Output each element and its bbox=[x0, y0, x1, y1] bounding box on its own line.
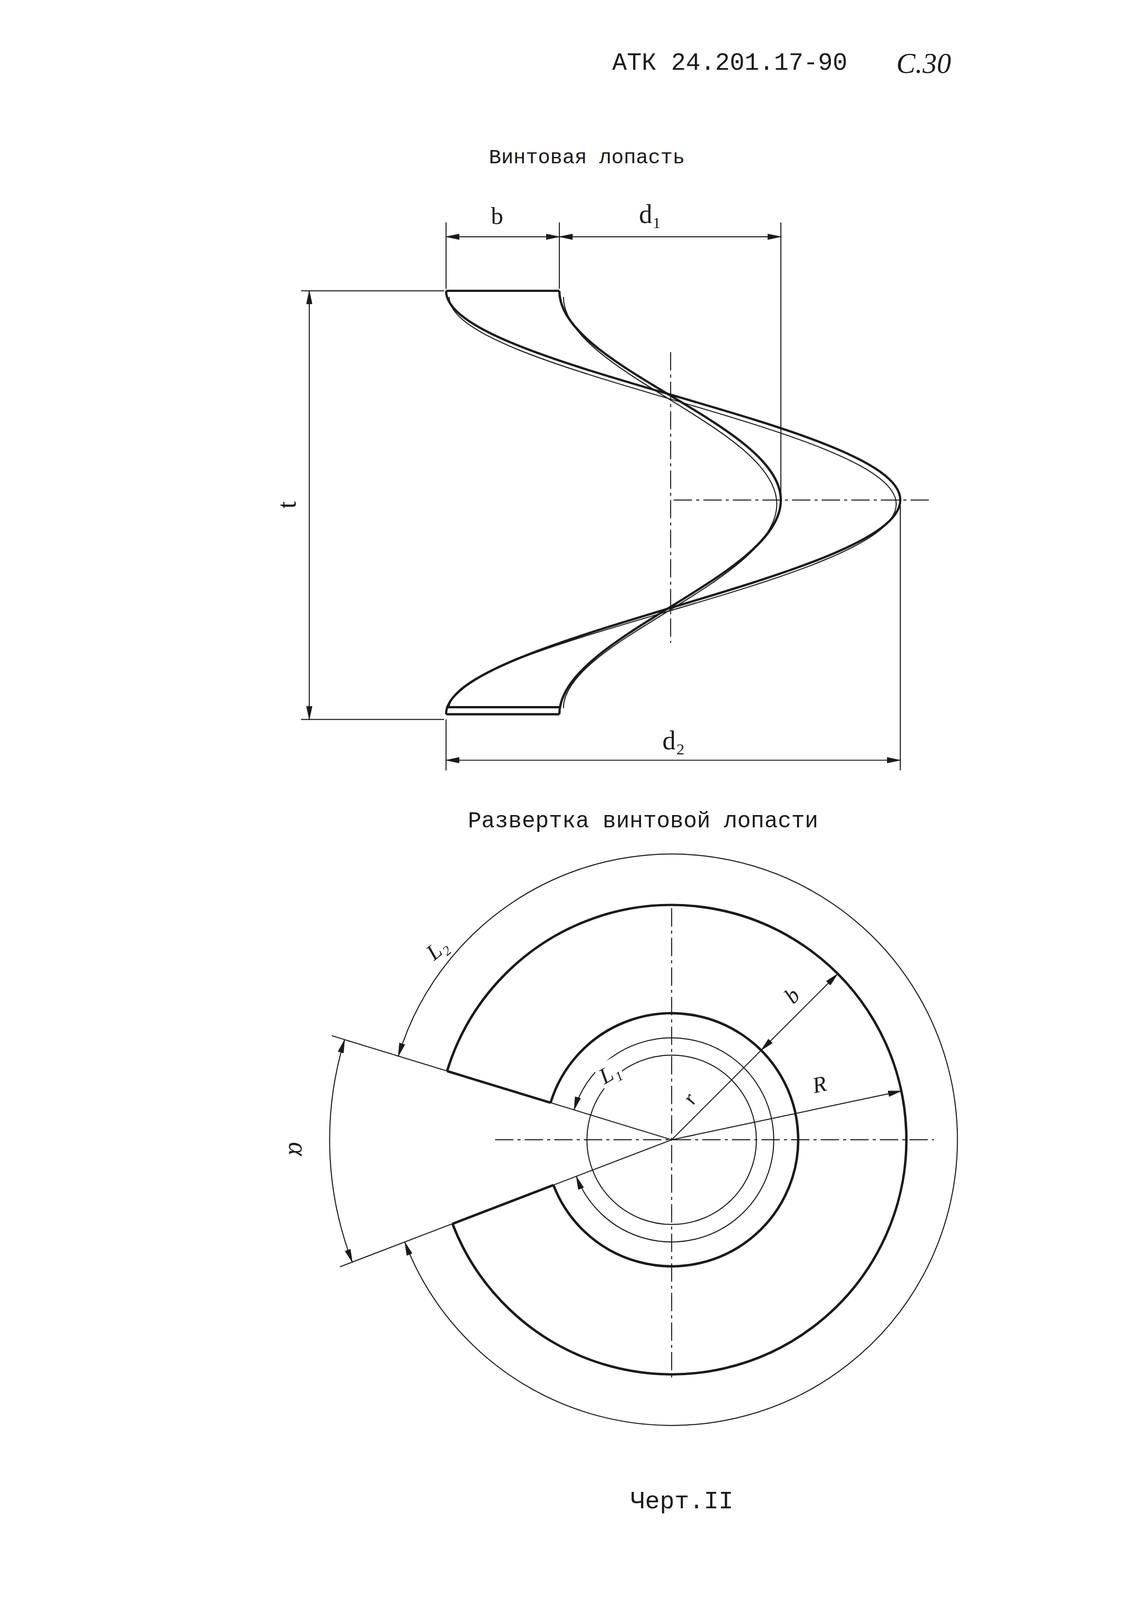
figure-title: Развертка винтовой лопасти bbox=[466, 809, 821, 835]
figure-caption: Черт.II bbox=[628, 1489, 736, 1517]
helical-blade bbox=[446, 291, 901, 715]
dimension-label: d₁ bbox=[636, 199, 663, 230]
dimension-lines bbox=[301, 222, 901, 771]
dimension-label: b bbox=[489, 203, 506, 230]
arc-length-label: L₂ bbox=[419, 932, 454, 967]
centerlines bbox=[495, 352, 934, 1378]
page-number: С.30 bbox=[894, 47, 954, 79]
radius-label: R bbox=[808, 1071, 831, 1100]
document-code: АТК 24.201.17-90 bbox=[610, 49, 850, 77]
dimension-label: b bbox=[777, 982, 806, 1011]
blade-development bbox=[329, 854, 958, 1426]
arc-length-label: L₁ bbox=[592, 1057, 626, 1091]
figure-title: Винтовая лопасть bbox=[487, 146, 688, 170]
angle-label: α bbox=[283, 1140, 313, 1159]
radius-label: r bbox=[677, 1088, 703, 1111]
dimension-label: d₂ bbox=[660, 726, 687, 756]
dimension-label: t bbox=[272, 499, 302, 511]
